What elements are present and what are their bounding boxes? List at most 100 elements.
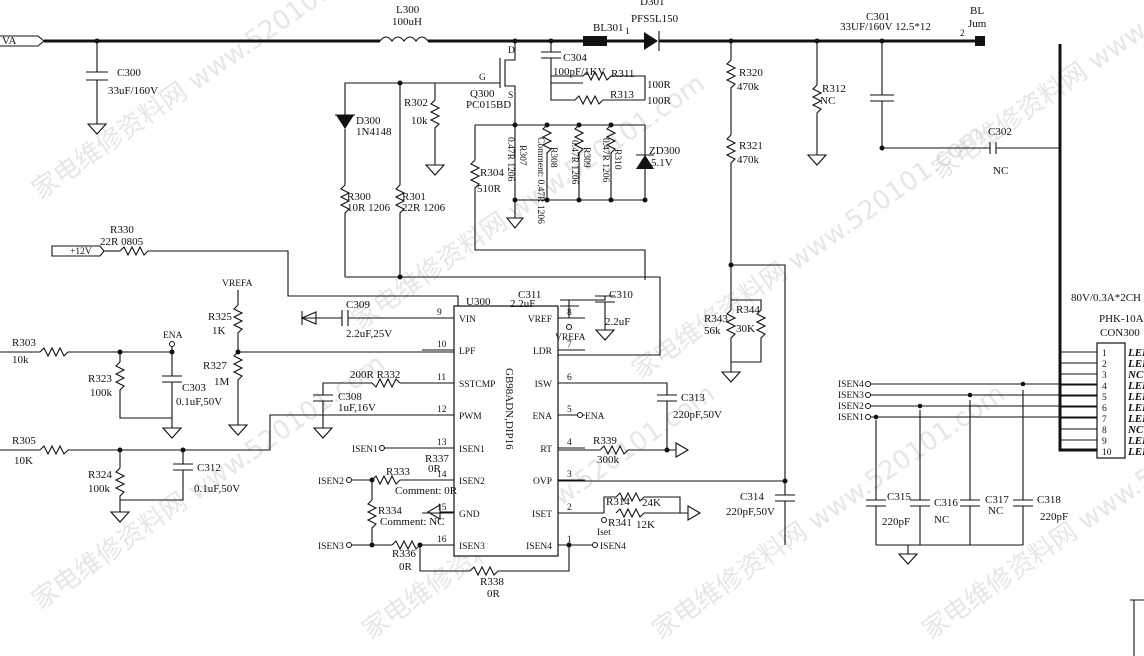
svg-text:VREFA: VREFA — [555, 333, 586, 343]
vref-caps: C311 2.2uF C310 2.2uF VREFA — [510, 289, 633, 343]
svg-text:10k: 10k — [12, 354, 29, 366]
isen-tap-label: ISEN4 — [838, 380, 864, 390]
connector-pin-label: LEI — [1127, 435, 1144, 447]
svg-text:ISEN1: ISEN1 — [352, 445, 378, 455]
svg-text:220pF,50V: 220pF,50V — [726, 506, 775, 518]
svg-text:R304: R304 — [480, 167, 504, 179]
svg-text:100uH: 100uH — [392, 16, 422, 28]
ic-pin-number: 16 — [437, 535, 447, 545]
svg-text:510R: 510R — [477, 183, 502, 195]
isen-tap-terminal — [865, 403, 871, 409]
svg-text:470k: 470k — [737, 154, 760, 166]
svg-text:1K: 1K — [212, 325, 226, 337]
svg-text:C309: C309 — [346, 299, 370, 311]
junction-dot — [967, 392, 973, 398]
svg-text:R302: R302 — [404, 97, 428, 109]
svg-text:1uF,16V: 1uF,16V — [338, 402, 376, 414]
ic-pin-number: 11 — [437, 373, 446, 383]
svg-text:R300: R300 — [347, 191, 371, 203]
svg-text:R310: R310 — [612, 149, 622, 170]
connector-pin-number: 9 — [1102, 437, 1107, 447]
svg-text:22R 1206: 22R 1206 — [402, 202, 446, 214]
resistor-r302: R302 10k — [400, 82, 446, 176]
svg-text:R324: R324 — [88, 469, 112, 481]
watermark: 家电维修资料网 www.520101.com — [27, 0, 391, 206]
svg-text:BL: BL — [970, 5, 984, 17]
svg-text:VREFA: VREFA — [222, 279, 253, 289]
svg-text:C301: C301 — [866, 11, 890, 23]
svg-text:0.1uF,50V: 0.1uF,50V — [194, 483, 240, 495]
isen-tap-label: ISEN2 — [838, 402, 864, 412]
svg-text:2: 2 — [960, 29, 965, 39]
svg-text:1M: 1M — [214, 376, 230, 388]
svg-text:R333: R333 — [386, 466, 410, 478]
ic-pin-number: 1 — [567, 535, 572, 545]
mosfet-q300: G D S Q300 PC015BD — [344, 41, 516, 125]
ic-pin-number: 3 — [567, 470, 572, 480]
ic-pin-name: PWM — [459, 412, 482, 422]
connector-pin-number: 2 — [1102, 360, 1107, 370]
ic-pin-number: 5 — [567, 405, 572, 415]
svg-text:C313: C313 — [681, 392, 705, 404]
svg-text:R314: R314 — [606, 496, 630, 508]
svg-text:10R 1206: 10R 1206 — [347, 202, 391, 214]
pwm-network: R305 10K R324 100k C312 0.1uF,50V — [0, 414, 454, 523]
svg-text:300k: 300k — [597, 454, 620, 466]
svg-text:PHK-10A: PHK-10A — [1099, 313, 1144, 325]
isen-tap-label: ISEN3 — [838, 391, 864, 401]
svg-text:R301: R301 — [402, 191, 426, 203]
svg-text:C317: C317 — [985, 494, 1009, 506]
svg-text:PC015BD: PC015BD — [466, 99, 511, 111]
svg-text:R327: R327 — [203, 360, 227, 372]
ovp-divider: R343 56k R344 30K — [704, 265, 767, 383]
connector-pin-number: 1 — [1102, 349, 1107, 359]
connector-pin-label: LEI — [1127, 446, 1144, 458]
svg-text:2.2uF: 2.2uF — [510, 298, 535, 310]
svg-text:R341: R341 — [608, 517, 632, 529]
svg-text:C316: C316 — [934, 497, 958, 509]
svg-text:Q300: Q300 — [470, 88, 495, 100]
svg-text:56k: 56k — [704, 325, 721, 337]
svg-text:0R: 0R — [428, 463, 442, 475]
ic-pin-name: ENA — [532, 412, 552, 422]
svg-text:470k: 470k — [737, 81, 760, 93]
svg-text:12K: 12K — [636, 519, 655, 531]
ic-pin-name: ISET — [532, 510, 552, 520]
junction-dot — [873, 414, 879, 420]
svg-text:R344: R344 — [736, 304, 760, 316]
connector-pin-label: LEI — [1127, 347, 1144, 359]
svg-text:NC: NC — [820, 95, 835, 107]
svg-text:ZD300: ZD300 — [649, 145, 681, 157]
svg-text:R309: R309 — [581, 147, 591, 168]
svg-text:NC: NC — [934, 514, 949, 526]
ic-pin-name: RT — [540, 445, 552, 455]
svg-text:R311: R311 — [611, 68, 634, 80]
svg-text:Jum: Jum — [968, 18, 987, 30]
ic-pin-number: 4 — [567, 438, 572, 448]
connector-pin-label: LEI — [1127, 413, 1144, 425]
ic-pin-number: 13 — [437, 438, 447, 448]
jumper-bl-right — [975, 36, 985, 46]
svg-text:R308: R308 — [548, 147, 558, 168]
feedback-divider: R320 470k R321 470k R312 NC C302 NC — [725, 41, 1100, 452]
svg-text:D300: D300 — [356, 115, 381, 127]
ic-pin-number: 2 — [567, 503, 572, 513]
svg-text:ISEN3: ISEN3 — [318, 542, 344, 552]
svg-text:R339: R339 — [593, 435, 617, 447]
junction-dot — [1020, 381, 1026, 387]
svg-text:R321: R321 — [739, 140, 763, 152]
svg-text:10k: 10k — [411, 115, 428, 127]
svg-text:R303: R303 — [12, 337, 36, 349]
svg-text:1N4148: 1N4148 — [356, 126, 392, 138]
svg-text:CON300: CON300 — [1100, 327, 1140, 339]
lpf-network: VREFA R325 1K R327 1M — [203, 279, 454, 436]
connector-pin-number: 3 — [1102, 371, 1107, 381]
svg-text:R330: R330 — [110, 224, 134, 236]
isen-tap-terminal — [865, 381, 871, 387]
watermark: 家电维修资料网 www.520101.com — [927, 0, 1144, 186]
svg-text:ENA: ENA — [163, 331, 183, 341]
connector-pin-number: 4 — [1102, 382, 1107, 392]
svg-text:Comment: NC: Comment: NC — [380, 516, 444, 528]
svg-text:L300: L300 — [396, 4, 420, 16]
svg-text:R337: R337 — [425, 453, 449, 465]
